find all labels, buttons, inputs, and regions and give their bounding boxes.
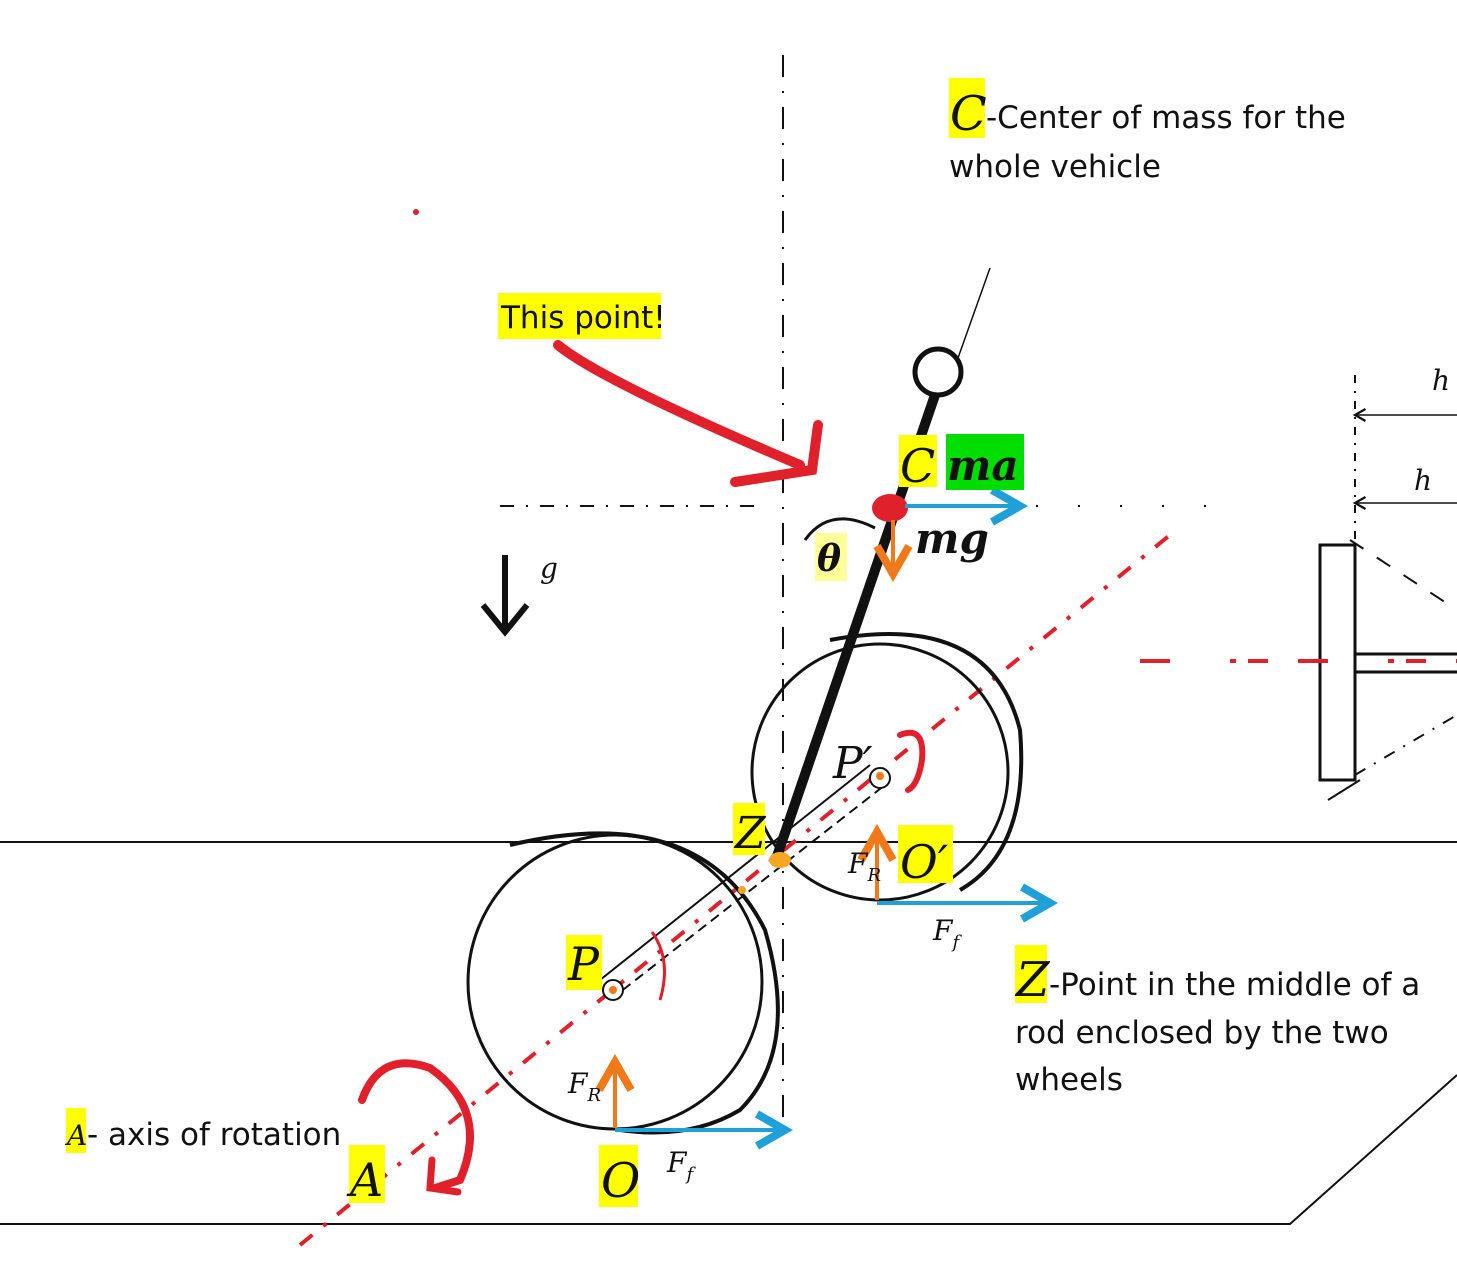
highlight <box>815 533 847 581</box>
highlight-green <box>946 434 1024 490</box>
highlight <box>498 293 661 339</box>
label-c: C <box>900 439 935 493</box>
rod-top-ring <box>912 346 964 398</box>
rotation-arrow-a-head <box>426 1156 462 1196</box>
axle-rod-edge <box>609 784 886 1001</box>
side-view-tick <box>1327 779 1361 801</box>
label-o-prime: O′ <box>900 835 949 889</box>
label-o: O <box>601 1153 640 1209</box>
back-axle-dot <box>609 986 617 994</box>
legend-a-symbol: A <box>64 1119 87 1152</box>
label-p: P <box>567 937 600 991</box>
rod-tether <box>957 267 991 359</box>
label-p-prime: P′ <box>832 738 873 789</box>
label-h-bottom: h <box>1414 464 1432 497</box>
highlight <box>566 935 602 990</box>
rotation-arrow-back <box>650 931 666 1001</box>
legend-c-symbol: C <box>950 86 987 142</box>
label-ff-back: Ff <box>666 1146 696 1185</box>
rotation-arrow-front <box>897 729 926 793</box>
theta-arc <box>803 517 876 541</box>
label-fr-front: FR <box>847 847 881 886</box>
label-h-top: h <box>1432 364 1450 397</box>
side-view-diagonal <box>1349 539 1457 611</box>
ground-line-lower <box>0 1074 1457 1225</box>
red-speck <box>413 209 419 215</box>
axle-rod-edge <box>599 764 871 981</box>
callout-arrow <box>553 340 805 470</box>
rotation-axis-line <box>298 533 1172 1247</box>
label-fr-back: FR <box>567 1067 601 1106</box>
legend-z-symbol: Z <box>1014 952 1051 1008</box>
label-g: g <box>540 552 558 585</box>
callout-arrow-head <box>730 420 823 487</box>
small-orange-dot <box>738 886 746 894</box>
legend-c-line1: -Center of mass for the <box>986 100 1346 136</box>
callout-label: This point! <box>500 300 666 336</box>
label-mg: mg <box>915 514 989 563</box>
highlight <box>349 1145 385 1203</box>
front-wheel <box>750 642 1010 902</box>
label-ff-front: Ff <box>932 914 962 953</box>
legend-a-text: - axis of rotation <box>87 1117 341 1153</box>
legend-z-line2: rod enclosed by the two <box>1015 1015 1389 1051</box>
label-ma: ma <box>947 441 1019 490</box>
rotation-arrow-a <box>358 1059 474 1192</box>
legend-c-line2: whole vehicle <box>949 149 1161 185</box>
label-theta: θ <box>817 538 841 580</box>
highlight <box>1015 945 1047 1003</box>
front-axle-dot <box>876 772 884 780</box>
highlight <box>898 825 953 883</box>
label-a: A <box>346 1153 383 1207</box>
highlight <box>949 78 985 138</box>
center-of-mass-dot <box>872 494 908 522</box>
legend-z-line1: -Point in the middle of a <box>1049 967 1420 1003</box>
highlight <box>599 1145 638 1207</box>
highlight <box>733 803 765 855</box>
gravity-arrow-head <box>480 603 530 637</box>
legend-z-line3: wheels <box>1015 1062 1123 1098</box>
side-view-diagonal <box>1354 714 1457 776</box>
highlight <box>899 435 937 487</box>
highlight <box>66 1108 86 1153</box>
z-point <box>769 852 791 868</box>
front-wheel-sketch <box>829 632 1024 892</box>
back-wheel-sketch <box>509 831 780 1135</box>
label-z: Z <box>733 808 767 859</box>
